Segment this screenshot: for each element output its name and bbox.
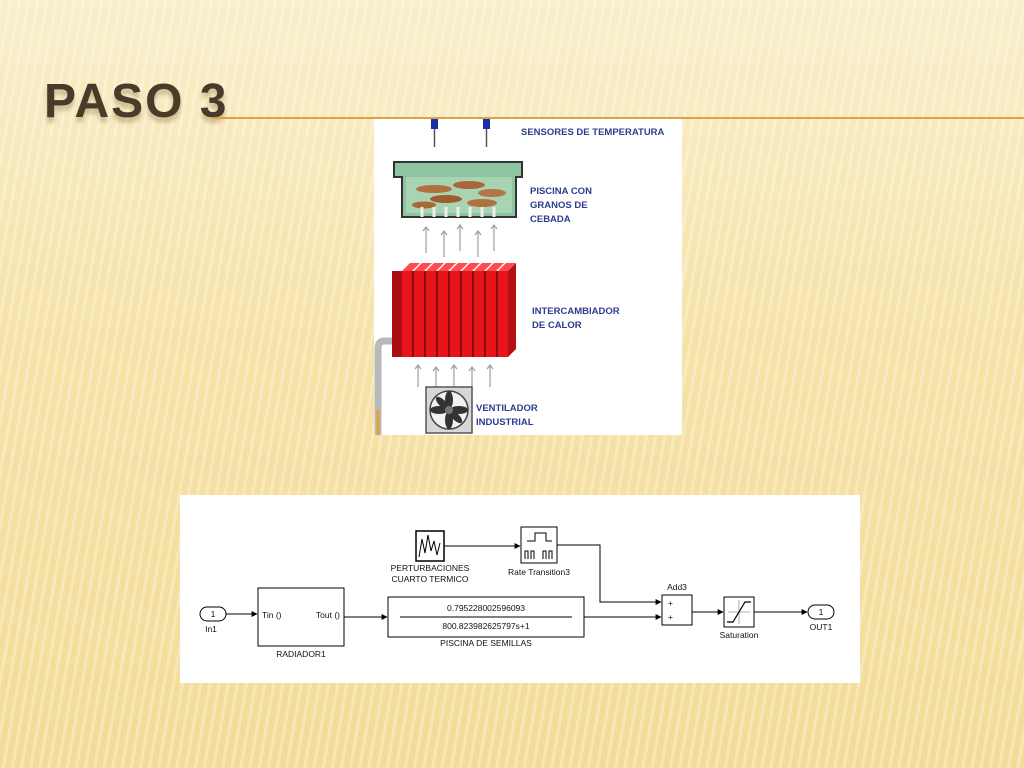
radiator-out-port: Tout (): [316, 610, 340, 620]
sum-label: Add3: [667, 582, 687, 592]
radiator-label: RADIADOR1: [276, 649, 326, 659]
pool-label-line2: GRANOS DE: [530, 200, 588, 211]
sensors-label: SENSORES DE TEMPERATURA: [521, 127, 665, 138]
disturbance-label-line1: PERTURBACIONES: [391, 563, 470, 573]
radiator-in-port: Tin (): [262, 610, 282, 620]
temperature-sensor-left: [431, 119, 438, 147]
in1-port-number: 1: [211, 609, 216, 619]
system-illustration: SENSORES DE TEMPERATURA PISCINA CON GRAN…: [374, 119, 682, 435]
signal-lines: [226, 543, 808, 620]
slide-title: PASO 3: [44, 75, 229, 128]
saturation-label: Saturation: [720, 630, 759, 640]
out1-port-label: OUT1: [810, 622, 833, 632]
fan-label-line2: INDUSTRIAL: [476, 417, 534, 428]
transfer-function-label: PISCINA DE SEMILLAS: [440, 638, 532, 648]
water-pipe: [374, 337, 392, 435]
system-illustration-svg: SENSORES DE TEMPERATURA PISCINA CON GRAN…: [374, 119, 665, 435]
saturation-block[interactable]: [723, 596, 755, 628]
air-flow-arrows-lower: [414, 364, 494, 389]
sum-sign-2: +: [668, 612, 673, 622]
industrial-fan-icon: [425, 386, 473, 434]
transfer-function-block[interactable]: [387, 596, 585, 638]
grain-pool: [393, 161, 523, 218]
title-underline: [212, 117, 1024, 119]
out1-port[interactable]: 1: [807, 604, 835, 620]
sum-block[interactable]: [661, 594, 693, 626]
disturbance-label-line2: CUARTO TERMICO: [392, 574, 469, 584]
rate-transition-label: Rate Transition3: [508, 567, 570, 577]
disturbance-block[interactable]: [415, 530, 445, 562]
in1-port-label: In1: [205, 624, 217, 634]
heat-exchanger: [392, 263, 516, 357]
temperature-sensor-right: [483, 119, 490, 147]
out1-port-number: 1: [819, 607, 824, 617]
block-diagram-svg: 1 In1 Tin () Tout () RADIADOR1 PERTURBAC…: [199, 526, 835, 659]
rate-transition-block[interactable]: [520, 526, 558, 564]
transfer-function-numerator: 0.795228002596093: [447, 603, 525, 613]
sum-sign-1: +: [668, 598, 673, 608]
exchanger-label-line2: DE CALOR: [532, 320, 582, 331]
pool-label-line1: PISCINA CON: [530, 186, 592, 197]
fan-label-line1: VENTILADOR: [476, 403, 538, 414]
transfer-function-denominator: 800.823982625797s+1: [442, 621, 529, 631]
air-flow-arrows-upper: [422, 224, 498, 257]
in1-port[interactable]: 1: [199, 606, 227, 622]
block-diagram: 1 In1 Tin () Tout () RADIADOR1 PERTURBAC…: [180, 495, 860, 683]
exchanger-label-line1: INTERCAMBIADOR: [532, 306, 620, 317]
pool-label-line3: CEBADA: [530, 214, 571, 225]
